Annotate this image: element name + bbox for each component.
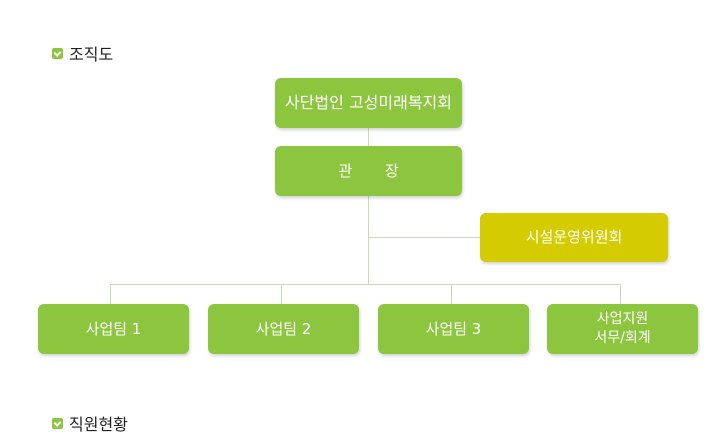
org-team1-label: 사업팀 1 (85, 319, 142, 338)
connector-team-bus (110, 284, 621, 285)
org-chart-heading: 조직도 (52, 41, 113, 65)
org-root-box: 사단법인 고성미래복지회 (275, 78, 462, 128)
org-team1-box: 사업팀 1 (38, 304, 189, 354)
org-committee-box: 시설운영위원회 (480, 213, 668, 262)
connector-team2 (281, 284, 282, 304)
org-team3-label: 사업팀 3 (425, 319, 482, 338)
org-team3-box: 사업팀 3 (378, 304, 529, 354)
connector-root-director (368, 128, 369, 146)
connector-support (620, 284, 621, 304)
org-support-label-2: 서무/회계 (594, 330, 651, 346)
org-team2-label: 사업팀 2 (255, 319, 312, 338)
org-director-box: 관 장 (275, 146, 462, 196)
connector-team3 (451, 284, 452, 304)
connector-director-trunk (368, 196, 369, 284)
org-support-box: 사업지원 서무/회계 (547, 304, 698, 354)
org-team2-box: 사업팀 2 (208, 304, 359, 354)
staff-status-heading: 직원현황 (52, 411, 128, 435)
org-director-label: 관 장 (338, 161, 413, 180)
org-chart-heading-label: 조직도 (69, 45, 114, 64)
connector-team1 (110, 284, 111, 304)
bullet-check-icon (52, 47, 63, 59)
org-support-label-1: 사업지원 (596, 311, 649, 328)
org-committee-label: 시설운영위원회 (525, 228, 623, 247)
bullet-check-icon (52, 417, 63, 429)
connector-committee-branch (368, 237, 480, 238)
org-root-label: 사단법인 고성미래복지회 (284, 93, 452, 113)
staff-status-heading-label: 직원현황 (69, 415, 128, 434)
